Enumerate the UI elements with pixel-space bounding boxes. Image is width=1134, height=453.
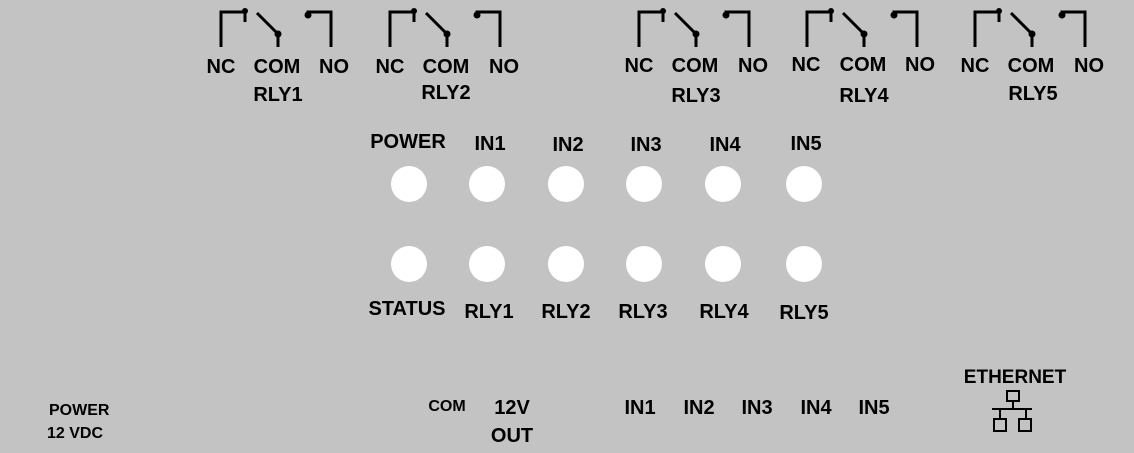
relay-5-nc-label: NC <box>960 55 990 77</box>
led-rly3-label: RLY3 <box>618 301 668 323</box>
relay-1-nc-label: NC <box>206 56 236 78</box>
relay-3-contact-icon <box>637 8 751 47</box>
led-rly5-indicator <box>786 246 822 282</box>
led-in3-label: IN3 <box>630 134 662 156</box>
led-rly2-indicator <box>548 246 584 282</box>
led-in4-indicator <box>705 166 741 202</box>
relay-1-name-label: RLY1 <box>253 84 303 106</box>
relay-4-name-label: RLY4 <box>839 85 889 107</box>
network-icon <box>992 390 1032 432</box>
relay-3-name-label: RLY3 <box>671 85 721 107</box>
relay-2-com-label: COM <box>422 56 470 78</box>
connector-in1-label: IN1 <box>624 397 656 419</box>
relay-3-com-label: COM <box>671 55 719 77</box>
led-rly5-label: RLY5 <box>779 302 829 324</box>
relay-2-nc-label: NC <box>375 56 405 78</box>
led-rly3-indicator <box>626 246 662 282</box>
led-rly4-indicator <box>705 246 741 282</box>
ethernet-label: ETHERNET <box>963 367 1067 388</box>
relay-1-no-label: NO <box>319 56 349 78</box>
led-in2-label: IN2 <box>552 134 584 156</box>
relay-1-contact-icon <box>219 8 333 47</box>
led-rly2-label: RLY2 <box>541 301 591 323</box>
relay-4-contact-icon <box>805 8 919 47</box>
relay-4-com-label: COM <box>839 54 887 76</box>
relay-4-nc-label: NC <box>791 54 821 76</box>
led-power-indicator <box>391 166 427 202</box>
led-in2-indicator <box>548 166 584 202</box>
power-input-label: POWER <box>49 402 110 419</box>
relay-5-contact-icon <box>973 8 1087 47</box>
relay-4-no-label: NO <box>905 54 935 76</box>
led-rly4-label: RLY4 <box>699 301 749 323</box>
connector-in3-label: IN3 <box>741 397 773 419</box>
connector-out-label: OUT <box>490 425 534 447</box>
relay-2-name-label: RLY2 <box>421 82 471 104</box>
led-in1-indicator <box>469 166 505 202</box>
connector-in5-label: IN5 <box>858 397 890 419</box>
relay-5-name-label: RLY5 <box>1008 83 1058 105</box>
led-in4-label: IN4 <box>709 134 741 156</box>
led-in3-indicator <box>626 166 662 202</box>
relay-5-com-label: COM <box>1007 55 1055 77</box>
connector-in4-label: IN4 <box>800 397 832 419</box>
relay-2-no-label: NO <box>489 56 519 78</box>
connector-com-label: COM <box>428 398 466 415</box>
led-power-label: POWER <box>370 131 446 153</box>
led-in5-indicator <box>786 166 822 202</box>
led-in5-label: IN5 <box>790 133 822 155</box>
led-rly1-indicator <box>469 246 505 282</box>
led-status-label: STATUS <box>368 298 446 320</box>
relay-5-no-label: NO <box>1074 55 1104 77</box>
led-rly1-label: RLY1 <box>464 301 514 323</box>
relay-1-com-label: COM <box>253 56 301 78</box>
connector-12v-label: 12V <box>494 397 530 419</box>
power-voltage-label: 12 VDC <box>47 425 104 442</box>
relay-3-nc-label: NC <box>624 55 654 77</box>
led-in1-label: IN1 <box>474 133 506 155</box>
led-status-indicator <box>391 246 427 282</box>
relay-2-contact-icon <box>388 8 502 47</box>
relay-3-no-label: NO <box>738 55 768 77</box>
connector-in2-label: IN2 <box>683 397 715 419</box>
